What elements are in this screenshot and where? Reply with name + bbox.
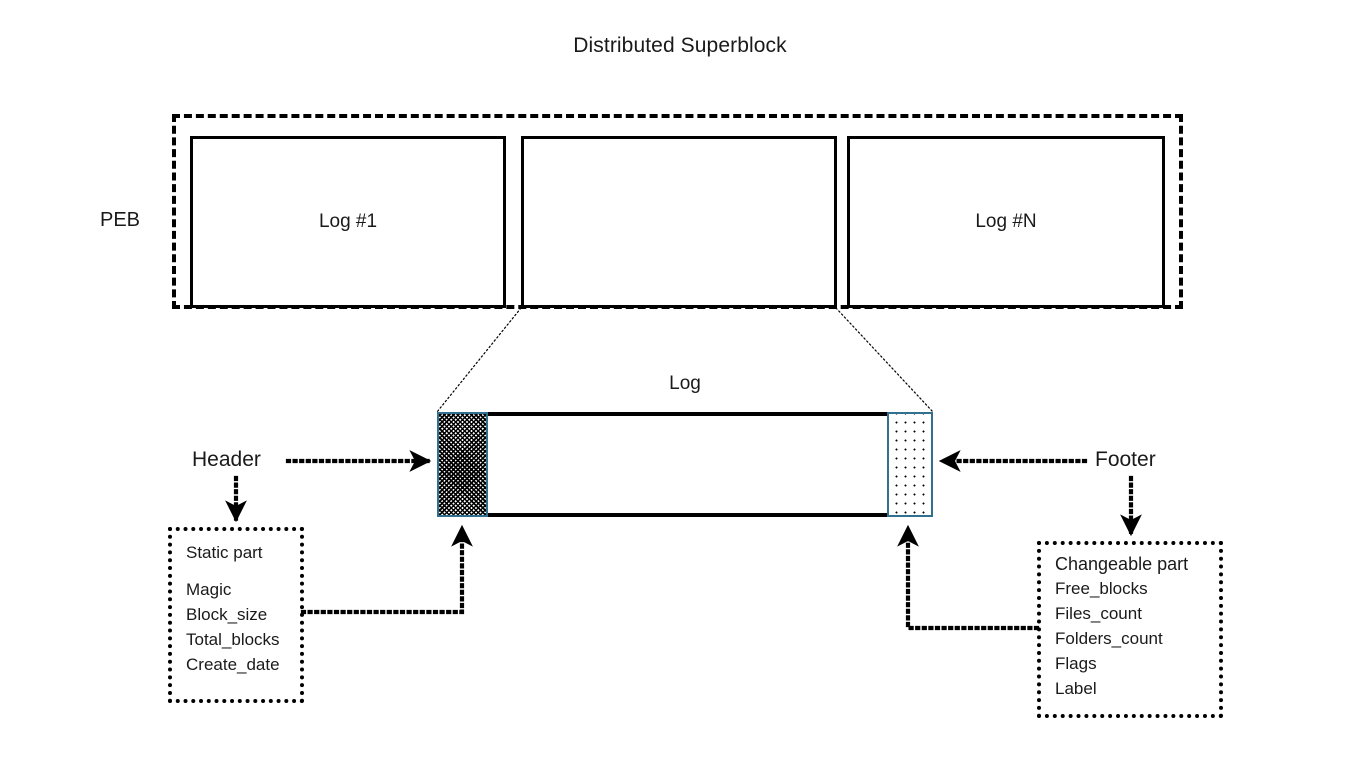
static-to-header-connector (300, 524, 473, 615)
changeable-part-field: Folders_count (1055, 629, 1163, 648)
leader-line-left (436, 307, 522, 413)
static-part-field: Block_size (186, 605, 268, 624)
peb-slot-label: Log #N (975, 211, 1037, 232)
static-part-box: Static part Magic Block_size Total_block… (168, 527, 304, 703)
log-detail-caption: Log (669, 373, 701, 394)
static-part-field: Total_blocks (186, 630, 280, 649)
changeable-part-field: Flags (1055, 654, 1097, 673)
peb-slot-log-n[interactable]: Log #N (847, 136, 1165, 308)
changeable-part-field: Label (1055, 679, 1097, 698)
changeable-part-box: Changeable part Free_blocks Files_count … (1037, 541, 1223, 718)
changeable-part-field: Files_count (1055, 604, 1142, 623)
static-part-field: Magic (186, 580, 232, 599)
peb-slot-log-1[interactable]: Log #1 (190, 136, 506, 308)
changeable-part-field: Free_blocks (1055, 579, 1148, 598)
changeable-part-title: Changeable part (1055, 554, 1189, 574)
spacer (186, 563, 300, 577)
footer-label: Footer (1095, 448, 1156, 471)
peb-label: PEB (100, 209, 141, 231)
static-part-field: Create_date (186, 655, 280, 674)
peb-slot-log-middle[interactable] (521, 136, 837, 308)
static-part-title: Static part (186, 543, 263, 562)
page-title: Distributed Superblock (573, 34, 787, 57)
log-footer-region[interactable] (887, 412, 933, 517)
leader-line-right (835, 307, 934, 413)
changeable-to-footer-connector (897, 524, 1040, 631)
header-label: Header (192, 448, 261, 471)
peb-slot-label: Log #1 (318, 211, 378, 232)
log-body-region (437, 412, 933, 517)
log-header-region[interactable] (437, 412, 488, 517)
